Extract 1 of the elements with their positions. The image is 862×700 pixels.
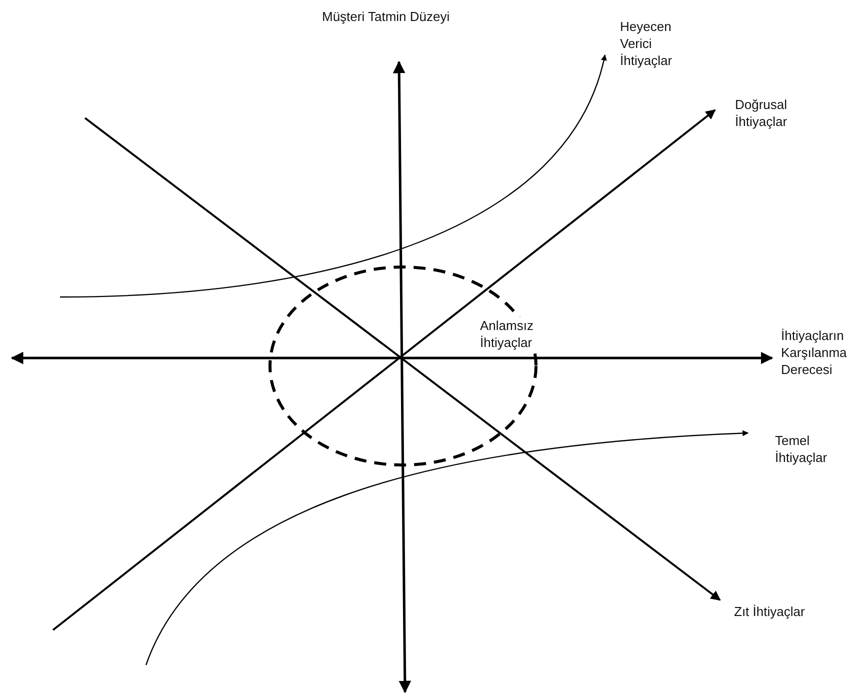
line-label: Zıt İhtiyaçlar bbox=[734, 603, 805, 620]
